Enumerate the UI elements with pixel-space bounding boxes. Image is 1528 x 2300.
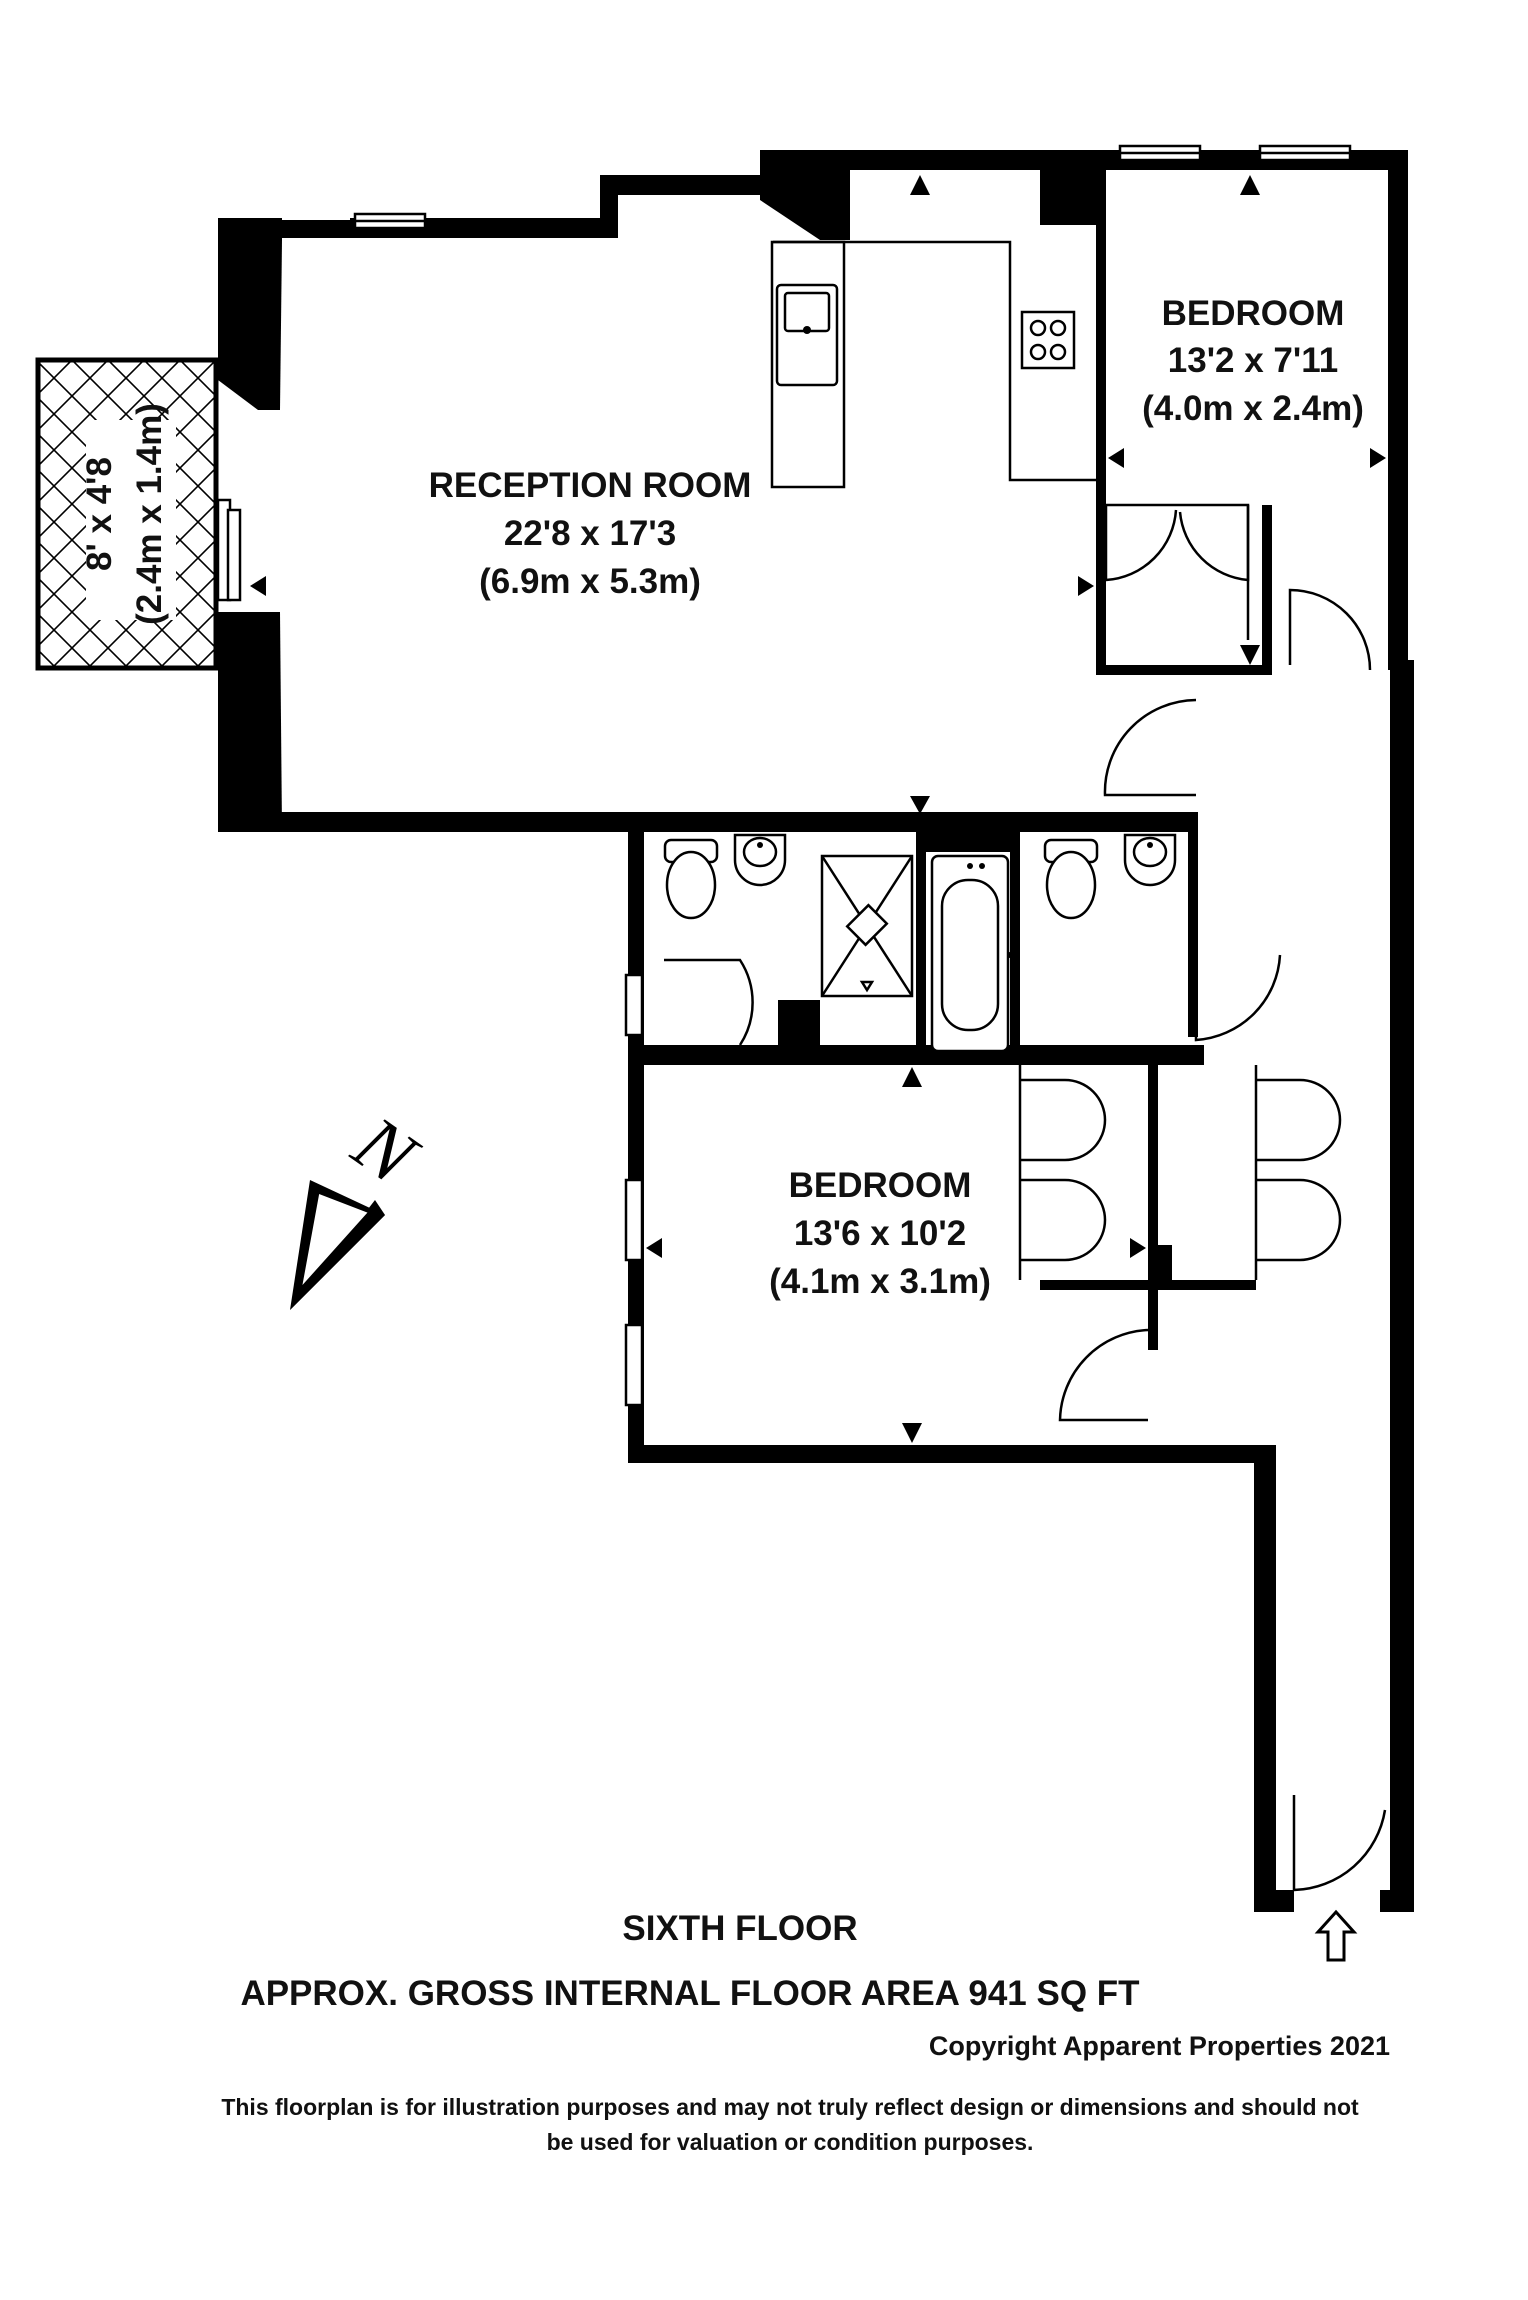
balcony-metric: (2.4m x 1.4m) <box>130 403 169 625</box>
reception-metric: (6.9m x 5.3m) <box>479 562 701 601</box>
bathrooms <box>663 833 1177 1053</box>
disclaimer-line-1: This floorplan is for illustration purpo… <box>221 2094 1359 2120</box>
dimension-arrows <box>250 175 1386 1443</box>
bedroom2-imperial: 13'6 x 10'2 <box>794 1214 966 1253</box>
toilet-icon <box>663 838 719 920</box>
balcony-imperial: 8' x 4'8 <box>80 457 119 571</box>
basin-icon <box>733 833 787 887</box>
basin-icon <box>1123 833 1177 887</box>
bedroom1-name: BEDROOM <box>1162 294 1345 333</box>
reception-imperial: 22'8 x 17'3 <box>504 514 676 553</box>
shower-icon <box>820 854 914 998</box>
bedroom2-name: BEDROOM <box>789 1166 972 1205</box>
room-label-balcony: 8' x 4'8 (2.4m x 1.4m) <box>80 403 169 625</box>
room-label-bedroom-2: BEDROOM 13'6 x 10'2 (4.1m x 3.1m) <box>769 1166 991 1301</box>
bedroom1-metric: (4.0m x 2.4m) <box>1142 389 1364 428</box>
bath-icon <box>930 854 1013 1053</box>
balcony <box>35 357 219 671</box>
walls <box>218 150 1414 1912</box>
kitchen <box>770 240 1096 489</box>
compass-icon: N <box>290 1098 435 1310</box>
copyright: Copyright Apparent Properties 2021 <box>929 2031 1390 2061</box>
bedroom2-wardrobes <box>1018 1065 1342 1280</box>
compass-label: N <box>338 1098 435 1202</box>
footer: SIXTH FLOOR APPROX. GROSS INTERNAL FLOOR… <box>221 1909 1390 2155</box>
room-label-bedroom-1: BEDROOM 13'2 x 7'11 (4.0m x 2.4m) <box>1142 294 1364 428</box>
bedroom1-imperial: 13'2 x 7'11 <box>1168 341 1338 380</box>
doors <box>226 508 1387 1892</box>
disclaimer-line-2: be used for valuation or condition purpo… <box>547 2129 1034 2155</box>
sink-icon <box>775 283 839 387</box>
floor-label: SIXTH FLOOR <box>622 1909 857 1948</box>
room-label-reception: RECEPTION ROOM 22'8 x 17'3 (6.9m x 5.3m) <box>429 466 752 601</box>
floor-area: APPROX. GROSS INTERNAL FLOOR AREA 941 SQ… <box>240 1974 1139 2013</box>
reception-name: RECEPTION ROOM <box>429 466 752 505</box>
windows <box>216 144 1352 1407</box>
entrance-arrow-icon <box>1314 1909 1358 1962</box>
hob-icon <box>1020 310 1076 370</box>
bedroom1-wardrobe <box>1104 503 1250 640</box>
toilet-icon <box>1043 838 1099 920</box>
bedroom2-metric: (4.1m x 3.1m) <box>769 1262 991 1301</box>
